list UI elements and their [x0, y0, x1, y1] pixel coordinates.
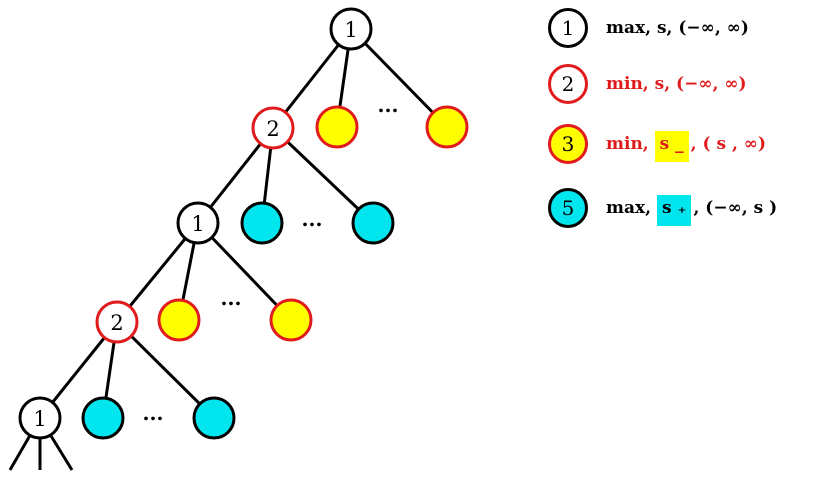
tree-node-cyan: [192, 396, 236, 440]
tree-edge: [271, 126, 375, 225]
tree-node-max: [176, 201, 220, 245]
tree-node-label: 1: [33, 407, 46, 431]
tree-node-yellow: [315, 105, 359, 149]
legend-node-label: 1: [561, 16, 575, 40]
tree-node-min: [251, 106, 295, 150]
legend-text-part: max, s, (−∞, ∞): [606, 18, 749, 38]
tree-edge: [349, 27, 449, 129]
tree-node-max: [329, 7, 373, 51]
tree-node-cyan: [351, 201, 395, 245]
tree-node-yellow: [269, 298, 313, 342]
legend-node-label: 2: [561, 72, 575, 96]
legend-description: max, s, (−∞, ∞): [606, 18, 749, 38]
legend-description: min, s _, ( s , ∞): [606, 131, 766, 162]
highlighted-value: s ₊: [656, 195, 692, 226]
highlighted-value: s _: [654, 131, 689, 162]
legend-description: min, s, (−∞, ∞): [606, 74, 747, 94]
tree-node-yellow: [157, 298, 201, 342]
legend-description: max, s ₊, (−∞, s ): [606, 195, 778, 226]
sibling-ellipsis: ...: [221, 286, 242, 310]
tree-node-cyan: [81, 396, 125, 440]
legend-node-min: 2: [548, 64, 588, 104]
legend-text-part: min, s, (−∞, ∞): [606, 74, 747, 94]
legend-row-5: 5 max, s ₊, (−∞, s ): [548, 185, 777, 231]
tree-node-label: 2: [110, 311, 123, 335]
legend-row-3: 3 min, s _, ( s , ∞): [548, 121, 766, 167]
legend-text-part: , ( s , ∞): [690, 134, 766, 154]
sibling-ellipsis: ...: [143, 401, 164, 425]
legend-text-part: max,: [606, 198, 657, 218]
legend-text-part: min,: [606, 134, 655, 154]
legend-node-yellow: 3: [548, 124, 588, 164]
tree-node-min: [95, 300, 139, 344]
legend-row-1: 1 max, s, (−∞, ∞): [548, 5, 749, 51]
legend-node-cyan: 5: [548, 188, 588, 228]
sibling-ellipsis: ...: [378, 93, 399, 117]
legend-node-label: 3: [561, 132, 575, 156]
tree-edge: [115, 320, 216, 420]
tree-edge: [196, 221, 293, 322]
tree-node-label: 1: [344, 18, 357, 42]
tree-node-cyan: [240, 201, 284, 245]
legend-text-part: , (−∞, s ): [693, 198, 778, 218]
legend-node-max: 1: [548, 8, 588, 48]
tree-node-label: 1: [191, 212, 204, 236]
legend-node-label: 5: [561, 196, 575, 220]
tree-node-max: [18, 396, 62, 440]
legend-row-2: 2 min, s, (−∞, ∞): [548, 61, 747, 107]
sibling-ellipsis: ...: [302, 207, 323, 231]
tree-node-label: 2: [266, 117, 279, 141]
tree-node-yellow: [425, 105, 469, 149]
